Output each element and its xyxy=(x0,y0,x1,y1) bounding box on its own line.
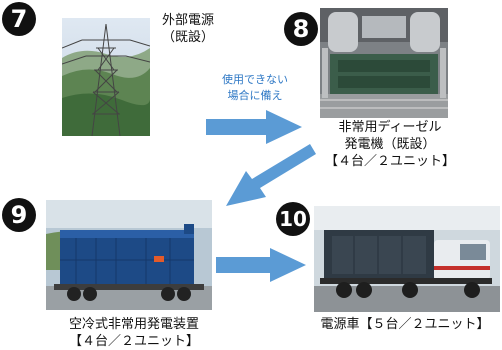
step-8-caption-line-2: 発電機（既設） xyxy=(344,137,436,152)
step-9-caption-line-1: 空冷式非常用発電装置 xyxy=(68,317,199,332)
transition-note: 使用できない 場合に備え xyxy=(210,72,300,104)
step-10-badge: 10 xyxy=(276,202,310,236)
step-10-caption: 電源車【５台／２ユニット】 xyxy=(310,316,500,333)
step-7-badge: 7 xyxy=(2,2,36,36)
transition-note-line-2: 場合に備え xyxy=(227,89,283,102)
step-8-badge: 8 xyxy=(284,12,318,46)
step-8-caption-line-1: 非常用ディーゼル xyxy=(338,120,442,135)
step-8-caption-line-3: 【４台／２ユニット】 xyxy=(324,154,455,169)
diesel-generator-photo xyxy=(320,8,448,118)
step-9-caption-line-2: 【４台／２ユニット】 xyxy=(68,334,199,349)
step-7-caption-line-2: （既設） xyxy=(161,30,214,45)
arrow-diagonal xyxy=(226,144,316,206)
step-8-caption: 非常用ディーゼル 発電機（既設） 【４台／２ユニット】 xyxy=(320,119,460,170)
transition-note-line-1: 使用できない xyxy=(222,73,288,86)
step-10-caption-line-1: 電源車【５台／２ユニット】 xyxy=(320,317,490,332)
aircooled-generator-photo xyxy=(46,200,212,310)
arrow-right-top xyxy=(206,110,302,144)
step-9-caption: 空冷式非常用発電装置 【４台／２ユニット】 xyxy=(46,316,222,350)
power-truck-photo xyxy=(314,206,500,312)
pylon-photo xyxy=(62,18,150,136)
arrow-right-bottom xyxy=(216,248,306,282)
step-7-caption-line-1: 外部電源 xyxy=(161,13,214,28)
step-7-caption: 外部電源 （既設） xyxy=(146,12,230,46)
step-9-badge: 9 xyxy=(2,198,36,232)
